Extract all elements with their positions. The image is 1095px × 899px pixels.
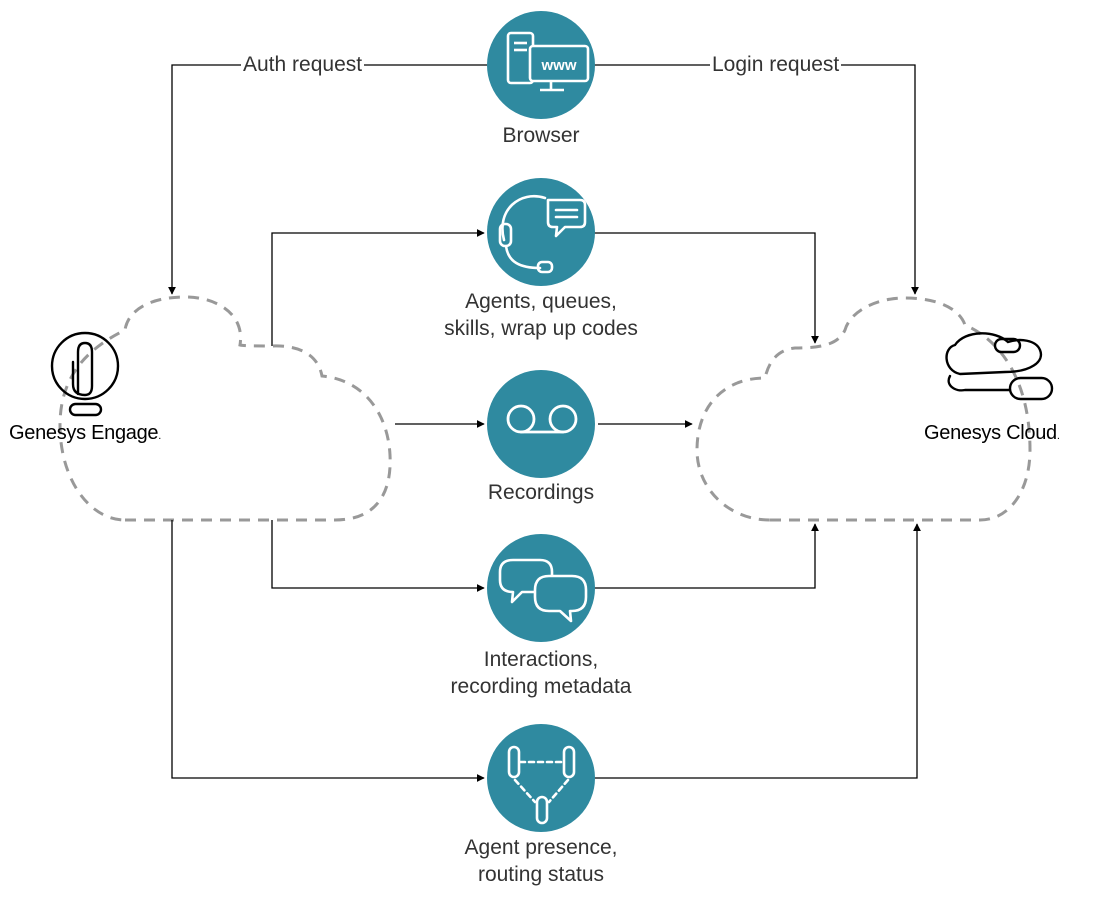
edge-engage-to-agents: [271, 229, 485, 346]
edge-auth-request: [168, 64, 487, 295]
node-recordings: [487, 370, 595, 478]
node-label-browser: Browser: [502, 124, 580, 147]
node-label-interactions: Interactions, recording metadata: [450, 648, 632, 698]
headset-chat-icon: [498, 195, 587, 274]
svg-text:www: www: [540, 57, 576, 74]
voicemail-tape-icon: [506, 404, 578, 434]
paperclip-logo-icon: [50, 331, 120, 417]
cloud-cloud-outline: [695, 296, 1032, 522]
edge-label-login-request: Login request: [710, 53, 842, 77]
chat-bubbles-icon: [498, 558, 588, 623]
node-presence: [487, 724, 595, 832]
node-label-presence: Agent presence, routing status: [464, 836, 618, 886]
presence-status-icon: [507, 745, 576, 825]
edge-presence-to-cloud: [594, 523, 921, 779]
www-browser-icon: www: [506, 31, 590, 92]
node-agents: [487, 178, 595, 286]
node-browser: www: [487, 11, 595, 119]
node-interactions: [487, 534, 595, 642]
genesys-cloud-label: Genesys Cloud.: [924, 422, 1060, 444]
edge-engage-to-interactions: [271, 520, 485, 592]
edge-interactions-to-cloud: [594, 523, 819, 589]
edge-agents-to-cloud: [594, 232, 819, 344]
cloud-links-logo-icon: [945, 332, 1054, 401]
engage-cloud-outline: [58, 295, 392, 522]
edge-engage-to-presence: [171, 520, 485, 782]
genesys-engage-label: Genesys Engage.: [9, 422, 162, 444]
node-label-recordings: Recordings: [487, 481, 595, 504]
edge-login-request: [594, 64, 919, 295]
node-label-agents: Agents, queues, skills, wrap up codes: [444, 290, 638, 340]
edge-label-auth-request: Auth request: [241, 53, 365, 77]
edges: [168, 64, 921, 782]
